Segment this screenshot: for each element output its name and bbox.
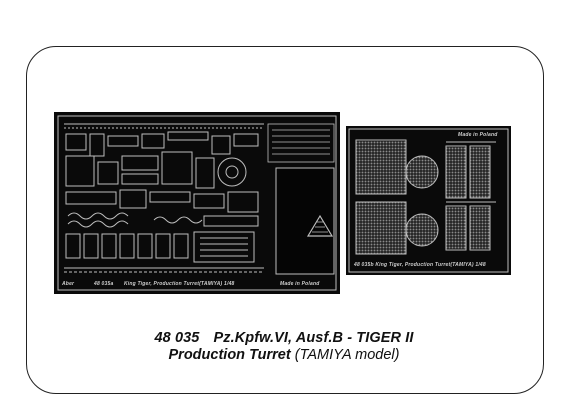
etched-sheet-right: 48 035b King Tiger, Production Turret(TA… <box>346 126 511 275</box>
etched-sheet-left: Aber 48 035a King Tiger, Production Turr… <box>54 112 340 294</box>
etched-parts-left <box>57 115 337 291</box>
caption-line-2: Production Turret (TAMIYA model) <box>0 347 568 363</box>
right-corner-text: Made in Poland <box>458 132 498 138</box>
left-bottom-text: King Tiger, Production Turret(TAMIYA) 1/… <box>124 281 235 287</box>
product-title: Pz.Kpfw.VI, Ausf.B - TIGER II <box>213 330 414 346</box>
product-subtitle-paren: (TAMIYA model) <box>294 347 400 363</box>
caption-line-1: 48 035 Pz.Kpfw.VI, Ausf.B - TIGER II <box>0 330 568 346</box>
left-brand-label: Aber <box>62 281 75 287</box>
etched-parts-right <box>348 128 509 273</box>
left-corner-text: Made in Poland <box>280 281 320 287</box>
product-code: 48 035 <box>154 330 200 346</box>
product-subtitle: Production Turret <box>168 347 291 363</box>
right-bottom-text: 48 035b King Tiger, Production Turret(TA… <box>354 262 486 268</box>
left-bottom-code: 48 035a <box>94 281 114 287</box>
rounded-frame <box>26 46 544 394</box>
